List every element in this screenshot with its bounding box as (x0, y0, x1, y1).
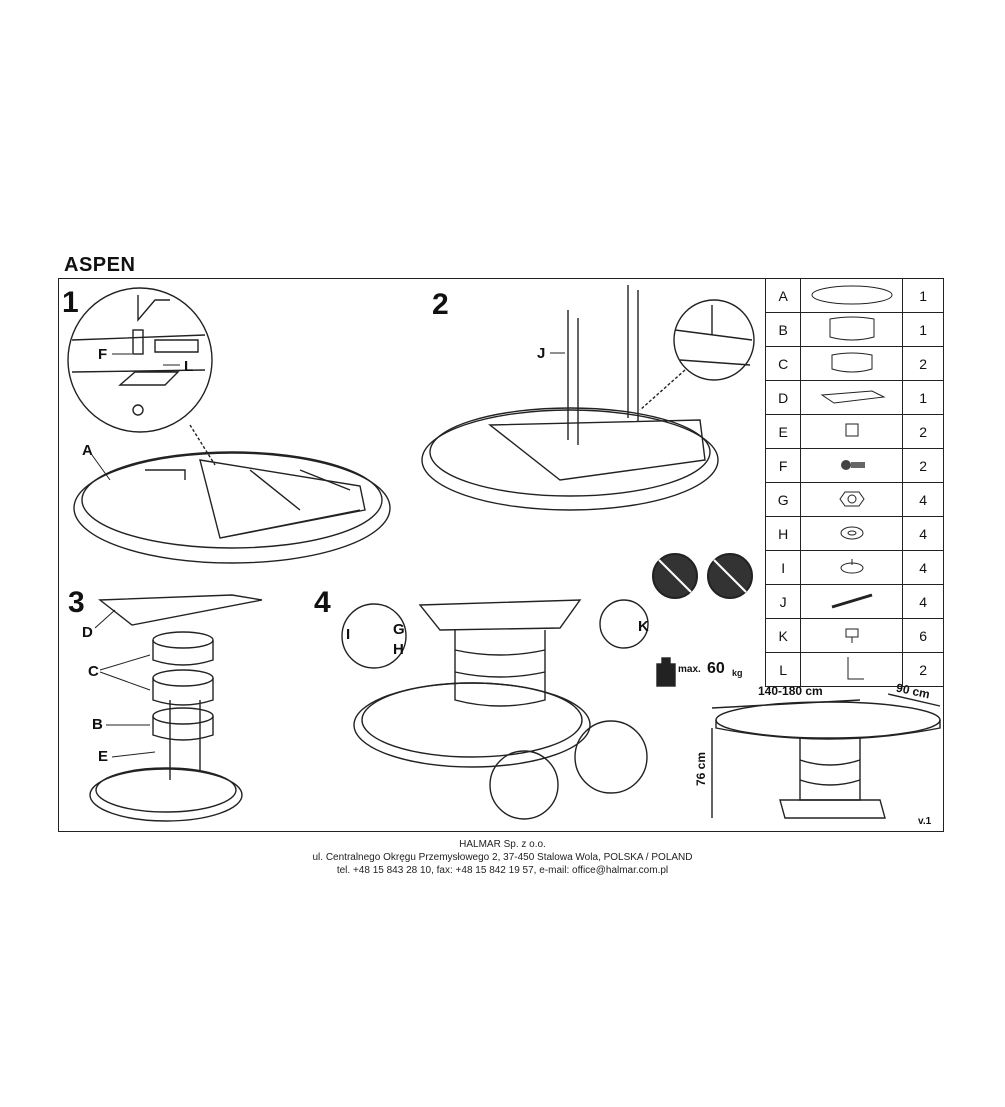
callout-g: G (393, 621, 405, 638)
callout-e: E (98, 748, 109, 765)
step4-drawing (341, 599, 649, 820)
part-letter: C (764, 346, 802, 381)
footer-contact: tel. +48 15 843 28 10, fax: +48 15 842 1… (336, 865, 669, 876)
part-letter: K (764, 618, 802, 653)
part-quantity: 6 (902, 618, 944, 653)
nut-icon (800, 482, 904, 517)
max-load-value: 60 (707, 660, 725, 677)
part-quantity: 2 (902, 652, 944, 687)
version-label: v.1 (918, 816, 932, 827)
step1-tabletop-drawing (73, 451, 391, 564)
part-quantity: 1 (902, 278, 944, 313)
bracket-icon (800, 414, 904, 449)
step2-tabletop-drawing (421, 285, 755, 511)
base-ring-icon (800, 346, 904, 381)
callout-i: I (346, 626, 351, 643)
footer-address: ul. Centralnego Okręgu Przemysłowego 2, … (312, 852, 693, 863)
step-number-2: 2 (432, 288, 449, 321)
washer-icon (800, 516, 904, 551)
part-letter: E (764, 414, 802, 449)
step1-detail-circle (67, 287, 216, 466)
no-lifting-icons (652, 553, 753, 599)
dimension-length: 140-180 cm (758, 684, 823, 698)
leader-lines (91, 352, 565, 758)
spring-washer-icon (800, 550, 904, 585)
part-quantity: 4 (902, 584, 944, 619)
part-letter: I (764, 550, 802, 585)
company-footer: HALMAR Sp. z o.o. ul. Centralnego Okręgu… (0, 838, 1005, 877)
part-quantity: 4 (902, 550, 944, 585)
part-quantity: 1 (902, 380, 944, 415)
part-letter: D (764, 380, 802, 415)
threaded-rod-icon (800, 584, 904, 619)
base-shell-icon (800, 312, 904, 347)
part-letter: G (764, 482, 802, 517)
callout-c: C (88, 663, 99, 680)
weight-icon (656, 657, 676, 687)
callout-b: B (92, 716, 103, 733)
document-title: ASPEN (64, 254, 136, 276)
dimension-drawing (711, 693, 941, 819)
part-quantity: 2 (902, 414, 944, 449)
part-letter: J (764, 584, 802, 619)
screw-icon (800, 448, 904, 483)
step-number-1: 1 (62, 286, 79, 319)
part-quantity: 2 (902, 346, 944, 381)
callout-j: J (537, 345, 546, 362)
step-number-4: 4 (314, 586, 331, 619)
part-quantity: 4 (902, 482, 944, 517)
part-quantity: 1 (902, 312, 944, 347)
step3-base-drawing (89, 594, 263, 822)
step-number-3: 3 (68, 586, 85, 619)
callout-f: F (98, 346, 108, 363)
max-load-prefix: max. (678, 664, 701, 675)
dimension-height: 76 cm (694, 751, 709, 787)
part-letter: L (764, 652, 802, 687)
part-letter: B (764, 312, 802, 347)
callout-k: K (638, 618, 649, 635)
callout-h: H (393, 641, 404, 658)
angle-bracket-icon (800, 652, 904, 687)
part-letter: F (764, 448, 802, 483)
instruction-frame (58, 278, 944, 832)
max-load-unit: kg (732, 668, 743, 678)
callout-l: L (184, 358, 194, 375)
tabletop-icon (800, 278, 904, 313)
footer-company: HALMAR Sp. z o.o. (459, 839, 546, 850)
callout-d: D (82, 624, 93, 641)
part-quantity: 4 (902, 516, 944, 551)
part-quantity: 2 (902, 448, 944, 483)
part-letter: A (764, 278, 802, 313)
base-plate-icon (800, 380, 904, 415)
glide-icon (800, 618, 904, 653)
part-letter: H (764, 516, 802, 551)
callout-a: A (82, 442, 93, 459)
